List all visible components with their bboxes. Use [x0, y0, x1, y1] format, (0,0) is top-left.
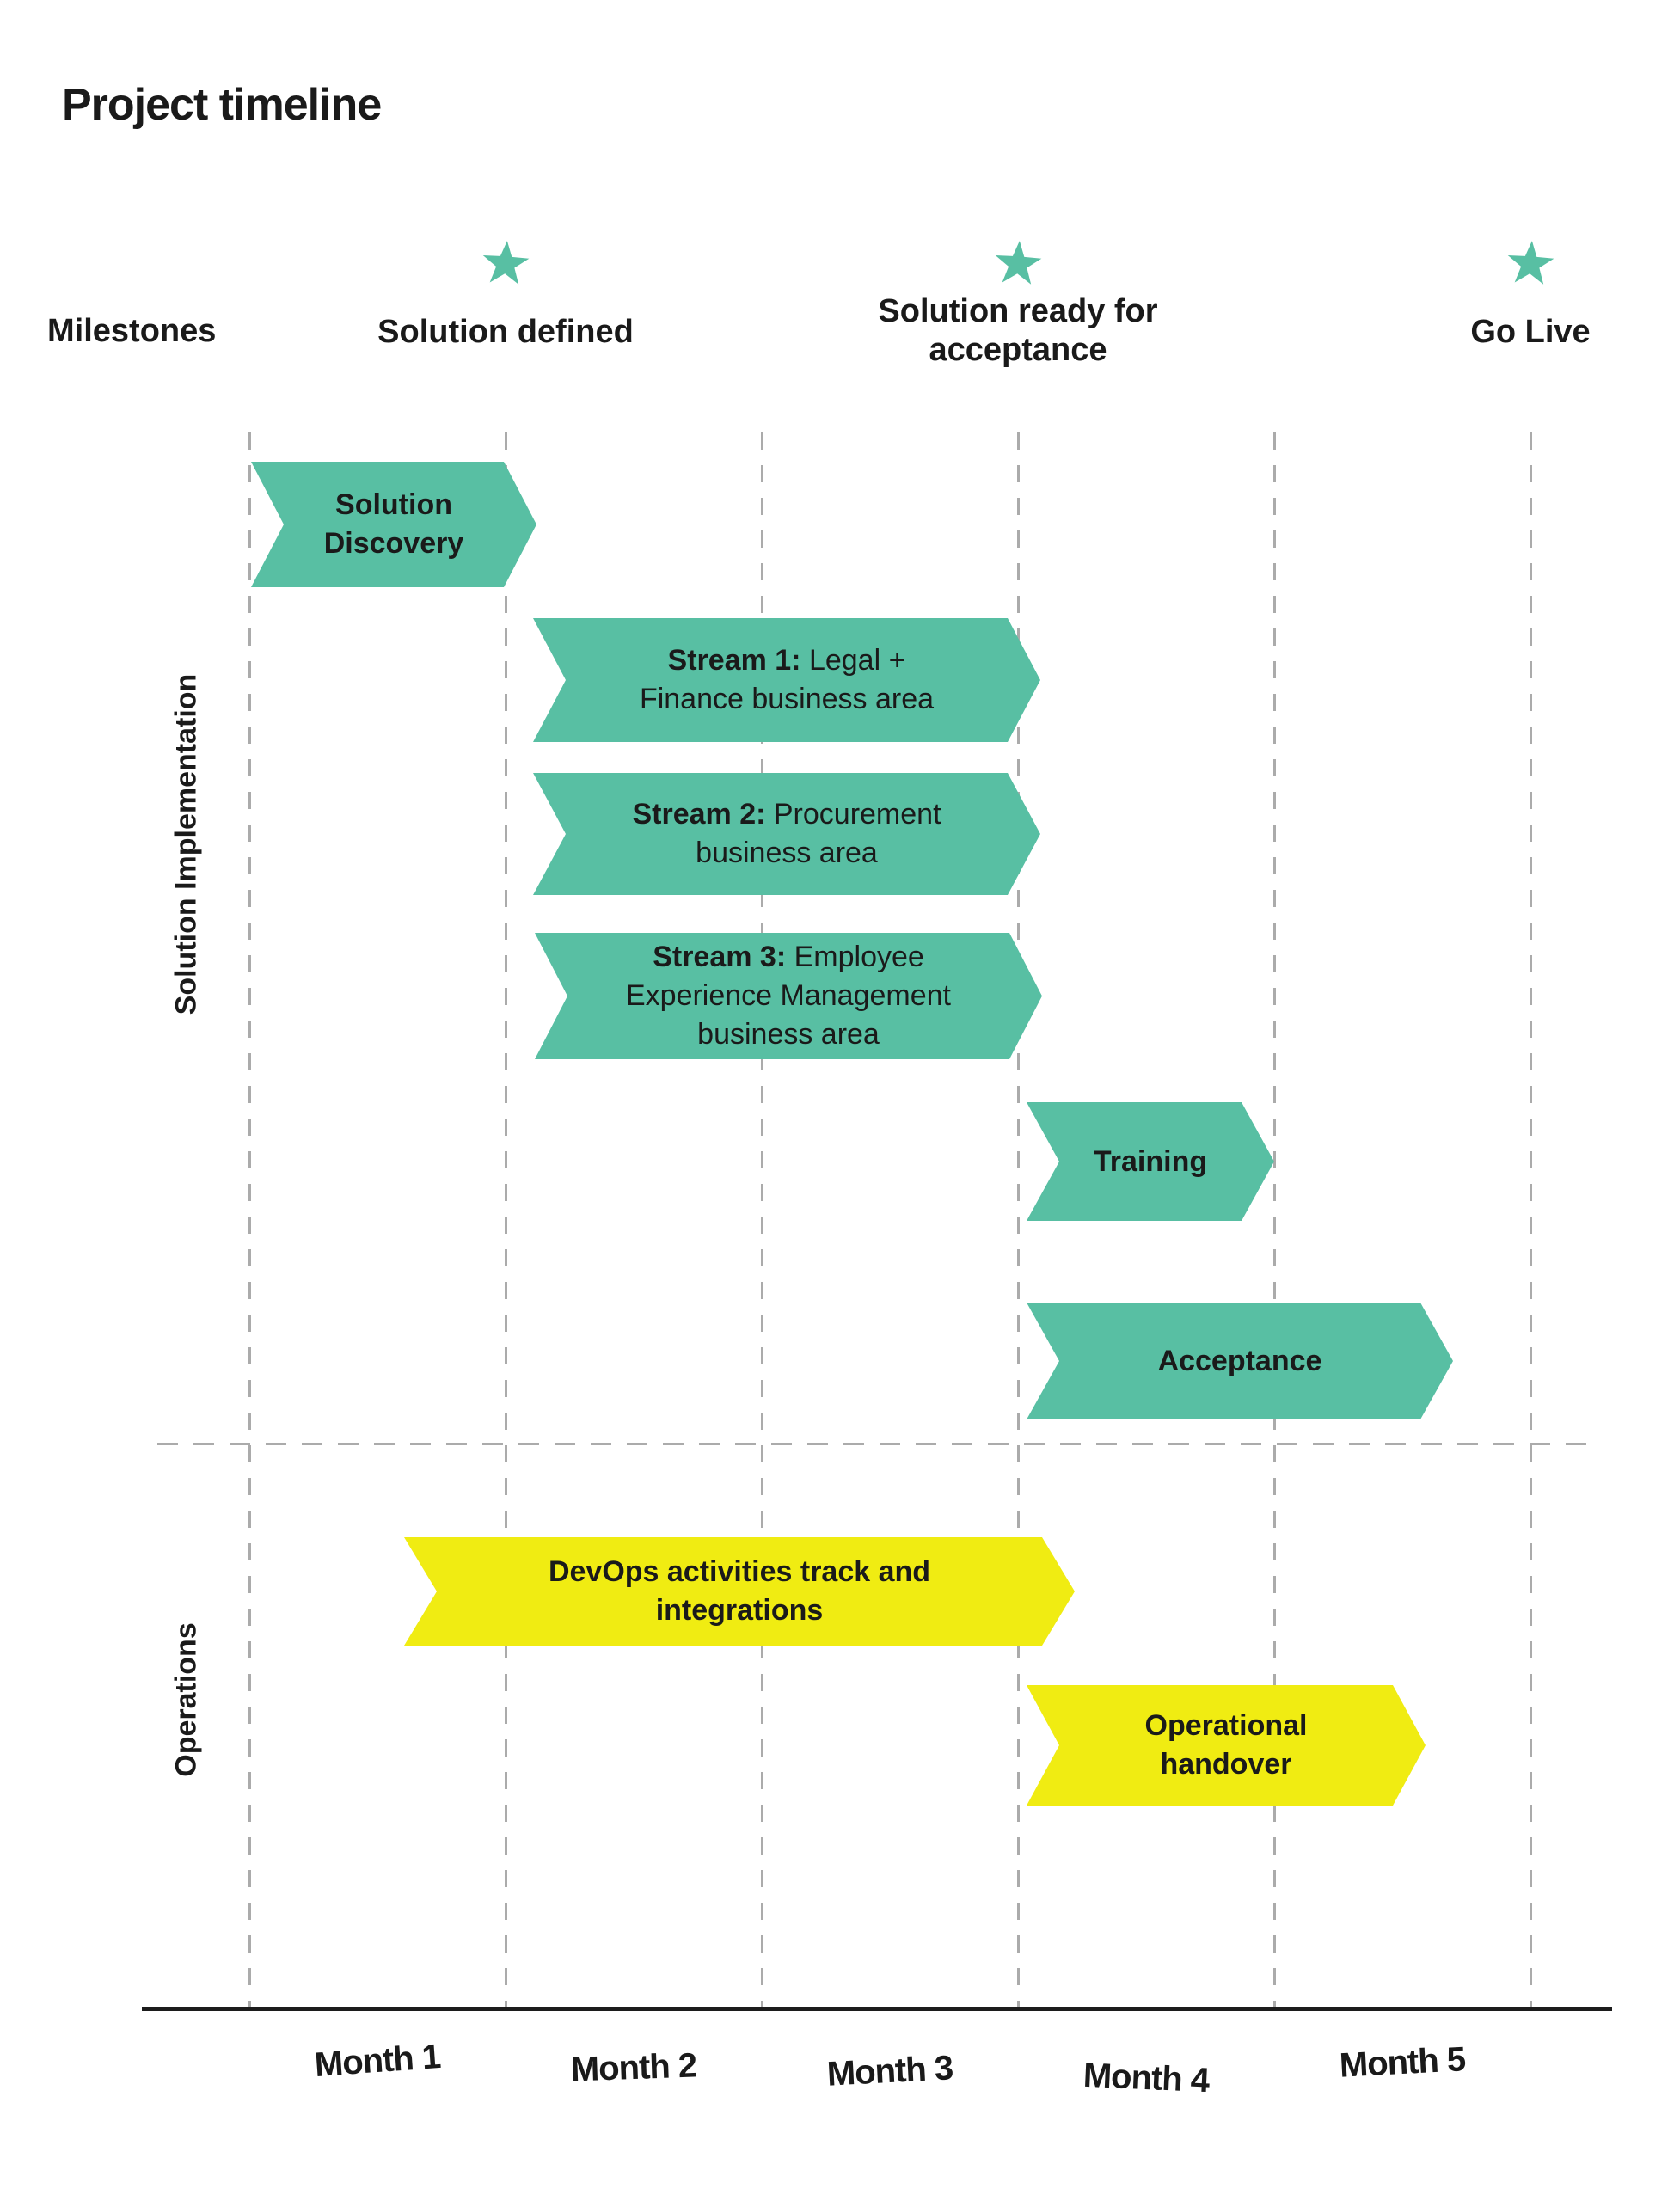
bar-solution-discovery: Solution Discovery — [251, 462, 536, 587]
section-label-operations: Operations — [169, 1622, 203, 1777]
month-label: Month 2 — [570, 2046, 697, 2089]
milestone-label-go-live: Go Live — [1470, 314, 1591, 350]
bar-stream-2: Stream 2: Procurement business area — [533, 773, 1040, 895]
bar-training: Training — [1027, 1102, 1274, 1221]
bar-devops-activities: DevOps activities track and integrations — [404, 1537, 1075, 1646]
page-title: Project timeline — [62, 80, 382, 130]
gridline — [1273, 432, 1276, 2009]
milestone-star-icon — [480, 239, 531, 289]
milestone-label-solution-defined: Solution defined — [377, 314, 634, 350]
month-label: Month 5 — [1338, 2040, 1467, 2085]
section-divider — [157, 1443, 1593, 1445]
month-label: Month 1 — [313, 2037, 442, 2085]
gridline — [761, 432, 763, 2009]
milestone-star-icon — [1505, 239, 1556, 289]
gridline — [505, 432, 507, 2009]
bar-stream-3: Stream 3: Employee Experience Management… — [535, 933, 1042, 1059]
month-label: Month 3 — [825, 2049, 954, 2094]
gridline — [1017, 432, 1020, 2009]
bar-operational-handover: Operational handover — [1027, 1685, 1426, 1806]
milestone-label-solution-ready: Solution ready for acceptance — [878, 293, 1158, 368]
bar-stream-1: Stream 1: Legal + Finance business area — [533, 618, 1040, 742]
gridline — [248, 432, 251, 2009]
milestones-row-label: Milestones — [47, 313, 217, 349]
month-label: Month 4 — [1082, 2056, 1211, 2100]
section-label-solution-implementation: Solution Implementation — [169, 673, 203, 1015]
bar-acceptance: Acceptance — [1027, 1303, 1453, 1419]
milestone-star-icon — [992, 239, 1044, 289]
gridline — [1530, 432, 1532, 2009]
x-axis-line — [142, 2007, 1612, 2011]
